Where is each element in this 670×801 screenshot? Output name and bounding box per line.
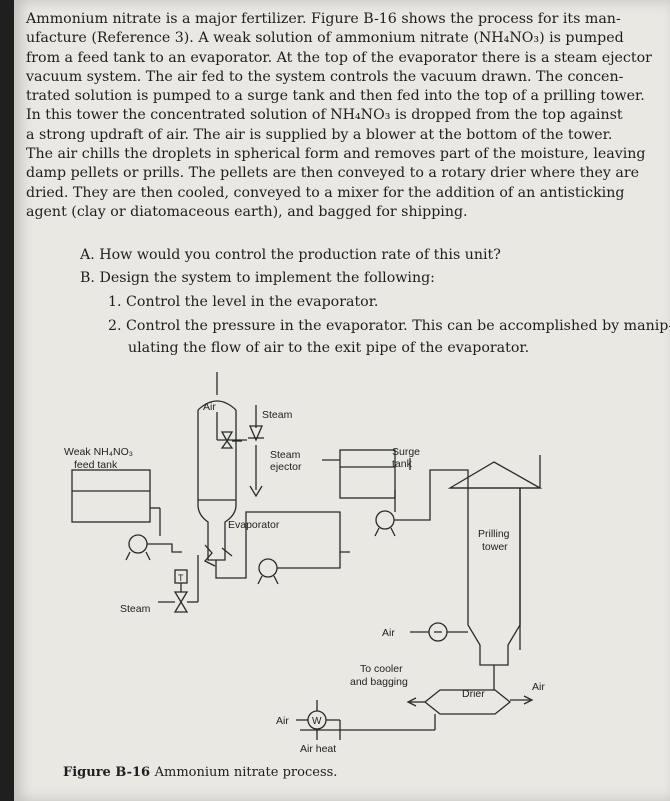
paragraph-line: a strong updraft of air. The air is supp… (26, 126, 613, 143)
question-b2-line2: ulating the flow of air to the exit pipe… (128, 340, 530, 356)
cooler-label-line2: and bagging (350, 676, 408, 688)
evaporator-label: Evaporator (228, 519, 280, 531)
feed-pump (128, 534, 148, 554)
paragraph-line: agent (clay or diatomaceous earth), and … (26, 203, 468, 220)
air-heat-label: Air heat (300, 743, 336, 755)
textbook-page (14, 0, 670, 801)
steam-inlet-label: Steam (262, 409, 293, 421)
paragraph-line: trated solution is pumped to a surge tan… (26, 88, 645, 105)
question-b2-line1: 2. Control the pressure in the evaporato… (108, 318, 670, 334)
paragraph-line: vacuum system. The air fed to the system… (26, 68, 624, 85)
paragraph-line: ufacture (Reference 3). A weak solution … (26, 30, 624, 47)
paragraph-line: damp pellets or prills. The pellets are … (26, 165, 640, 182)
air-inlet-label: Air (203, 401, 216, 413)
surge-tank (339, 449, 396, 499)
prilling-tower-label-line1: Prilling (478, 528, 510, 540)
paragraph-line: Ammonium nitrate is a major fertilizer. … (26, 11, 621, 27)
paragraph-line: dried. They are then cooled, conveyed to… (26, 184, 625, 201)
feed-tank (71, 469, 151, 523)
surge-pump (375, 510, 395, 530)
problem-paragraph: Ammonium nitrate is a major fertilizer. … (26, 10, 652, 222)
paragraph-line: The air chills the droplets in spherical… (26, 146, 646, 163)
steam-ejector-label-line1: Steam (270, 449, 301, 461)
cooler-label-line1: To cooler (360, 663, 403, 675)
prilling-tower (467, 488, 521, 666)
paragraph-line: In this tower the concentrated solution … (26, 107, 623, 124)
evaporator-pump (258, 558, 278, 578)
surge-tank-label-line1: Surge (392, 446, 420, 458)
temperature-tag-label: T (178, 573, 184, 583)
question-a: A. How would you control the production … (80, 247, 501, 263)
paragraph-line: from a feed tank to an evaporator. At th… (26, 49, 652, 66)
surge-tank-label-line2: tank (392, 458, 413, 470)
steam-ejector-label-line2: ejector (270, 461, 302, 473)
question-b1: 1. Control the level in the evaporator. (108, 294, 379, 310)
heater-symbol: W (312, 716, 322, 727)
feed-tank-label-line1: Weak NH₄NO₃ (64, 446, 133, 458)
question-b: B. Design the system to implement the fo… (80, 270, 435, 286)
prilling-tower-label-line2: tower (482, 541, 508, 553)
drier-label: Drier (462, 688, 485, 700)
figure-number: Figure B-16 (63, 765, 151, 780)
blower-air-label: Air (382, 627, 395, 639)
steam-bottom-label: Steam (120, 603, 151, 615)
feed-tank-label-line2: feed tank (74, 459, 118, 471)
heater-air-label: Air (276, 715, 289, 727)
drier-air-exit-label: Air (532, 681, 545, 693)
figure-caption: Figure B-16 Ammonium nitrate process. (63, 765, 337, 780)
figure-caption-text: Ammonium nitrate process. (154, 765, 338, 780)
